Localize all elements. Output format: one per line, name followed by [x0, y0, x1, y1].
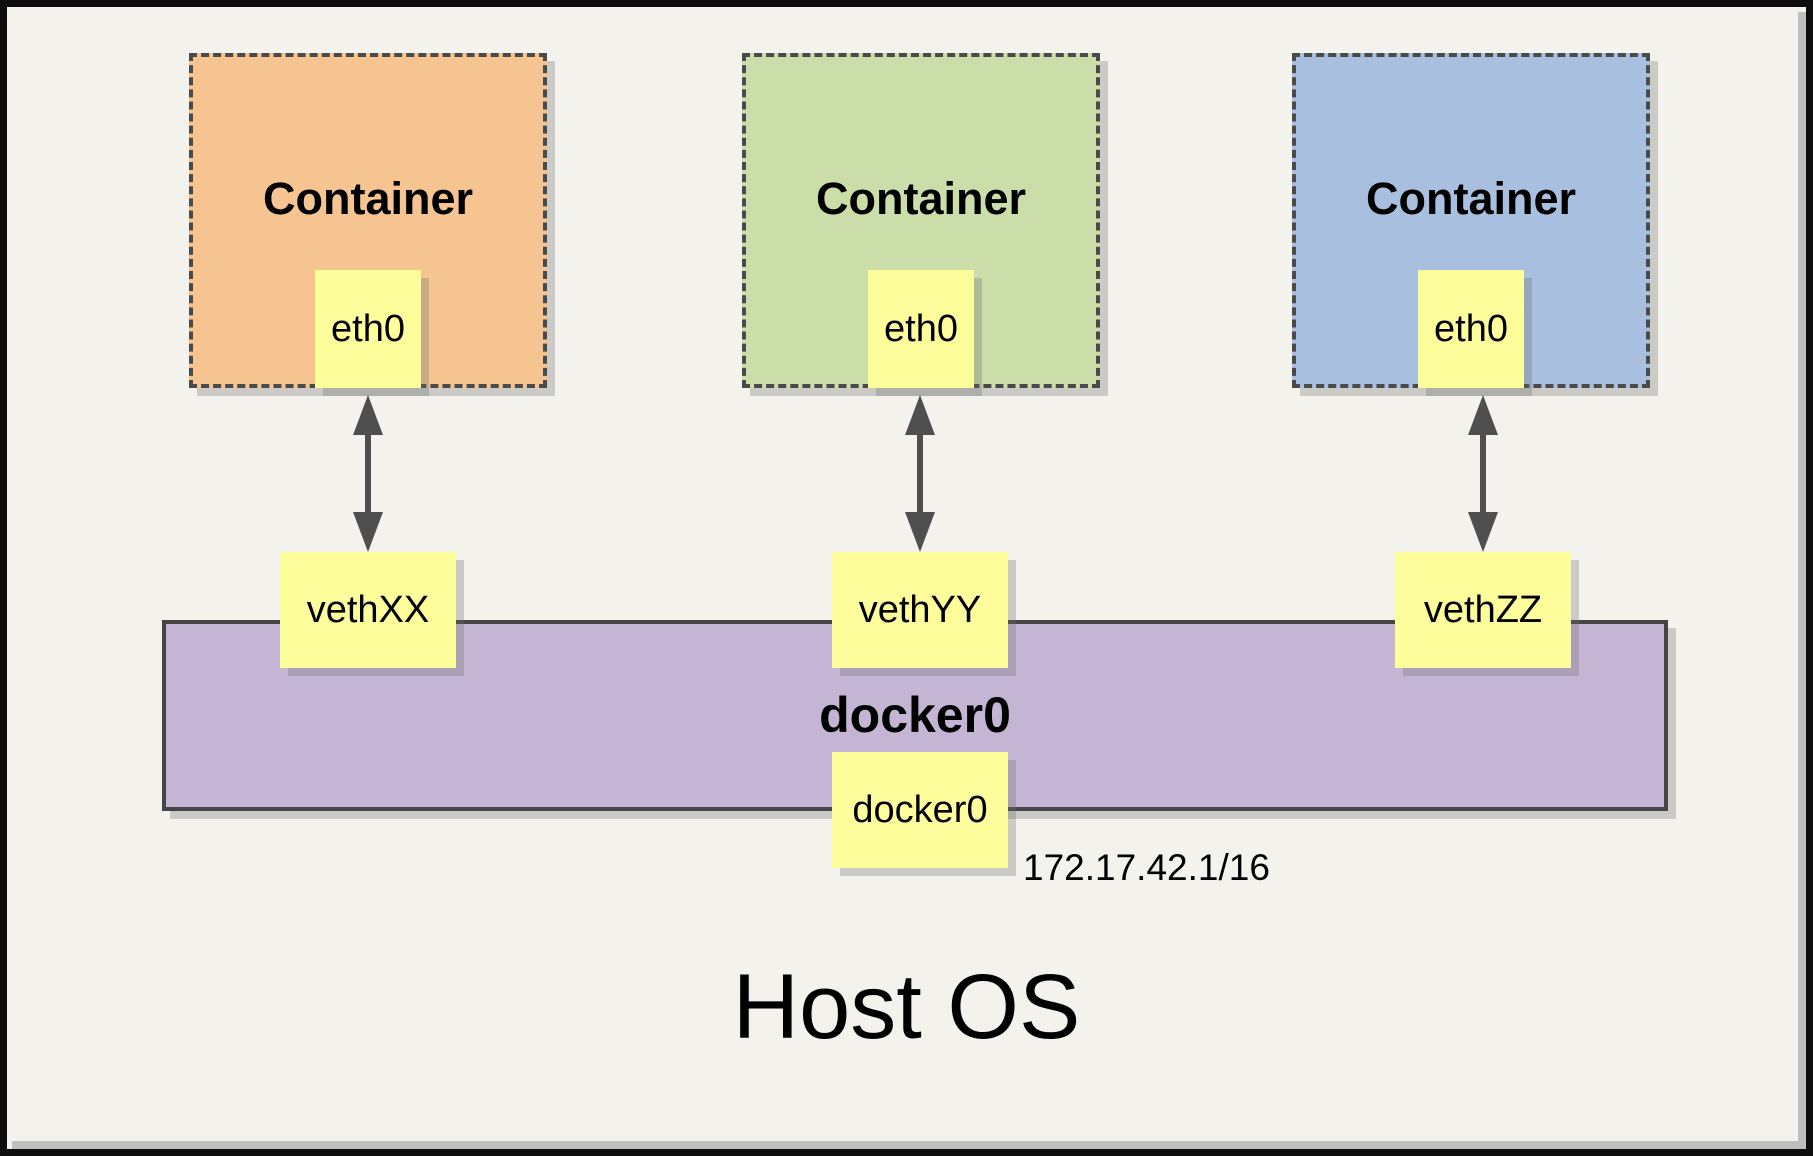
veth-connection-arrow-3: [1463, 393, 1503, 554]
docker0-interface-box: docker0: [832, 752, 1008, 868]
container-2-label: Container: [815, 173, 1026, 224]
host-os-label: Host OS: [732, 956, 1081, 1058]
container-2-eth0-label: eth0: [884, 307, 958, 350]
docker0-bridge-label: docker0: [819, 687, 1011, 743]
vethXX-label: vethXX: [306, 588, 430, 631]
container-1-eth0-label: eth0: [331, 307, 405, 350]
container-box-1: Container eth0: [189, 53, 547, 388]
container-box-2: Container eth0: [742, 53, 1100, 388]
docker0-ip-address: 172.17.42.1/16: [1023, 847, 1270, 888]
veth-connection-arrow-1: [348, 393, 388, 554]
veth-connection-arrow-2: [900, 393, 940, 554]
container-box-3: Container eth0: [1292, 53, 1650, 388]
vethYY-box: vethYY: [832, 552, 1008, 668]
vethZZ-box: vethZZ: [1395, 552, 1571, 668]
container-1-label: Container: [262, 173, 473, 224]
vethXX-box: vethXX: [280, 552, 456, 668]
container-1-eth0-box: eth0: [315, 270, 421, 388]
container-3-eth0-box: eth0: [1418, 270, 1524, 388]
docker0-interface-label: docker0: [852, 788, 988, 831]
host-frame-shadow-bottom: [12, 1141, 1806, 1149]
vethZZ-label: vethZZ: [1423, 588, 1543, 631]
container-3-eth0-label: eth0: [1434, 307, 1508, 350]
vethYY-label: vethYY: [858, 588, 982, 631]
host-frame-shadow-right: [1798, 12, 1806, 1149]
container-2-eth0-box: eth0: [868, 270, 974, 388]
container-3-label: Container: [1365, 173, 1576, 224]
